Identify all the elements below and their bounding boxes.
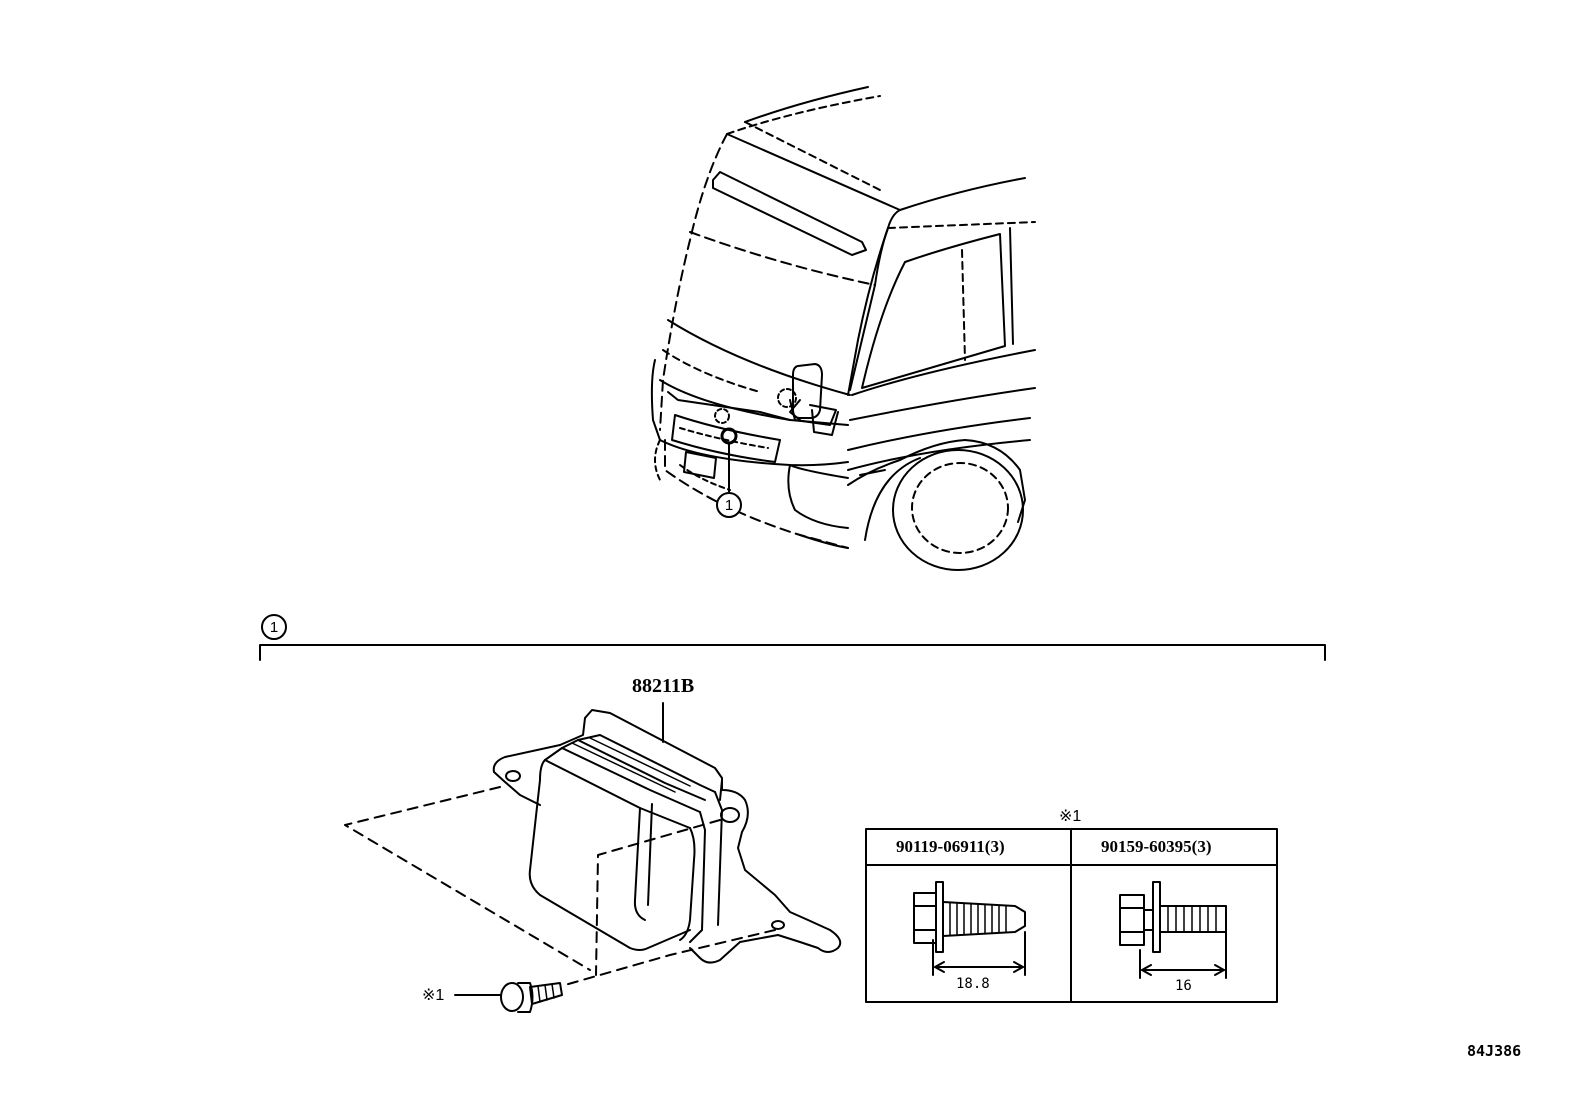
section-marker-number: 1	[269, 618, 279, 636]
vehicle-callout-marker: 1	[716, 492, 742, 518]
part-number-label: 88211B	[632, 675, 695, 697]
section-marker: 1	[261, 614, 287, 640]
bolt-note-marker: ※1	[422, 987, 445, 1004]
table-note-marker: ※1	[1059, 808, 1082, 825]
section-bracket	[259, 644, 1326, 661]
vehicle-callout-number: 1	[724, 496, 734, 514]
fastener-table	[865, 828, 1278, 1003]
sensor-assembly-drawing	[344, 702, 842, 986]
fastener-2-part-number: 90159-60395(3)	[1101, 837, 1212, 856]
fastener-1-length: 18.8	[956, 976, 990, 992]
vehicle-illustration	[650, 86, 1036, 571]
bolt-drawing	[454, 982, 563, 1013]
flange-bolt-drawing	[913, 881, 1026, 976]
hex-bolt-drawing	[1119, 881, 1227, 979]
illustration-code: 84J386	[1467, 1042, 1522, 1060]
fastener-1-part-number: 90119-06911(3)	[896, 837, 1005, 856]
fastener-2-length: 16	[1175, 978, 1192, 994]
